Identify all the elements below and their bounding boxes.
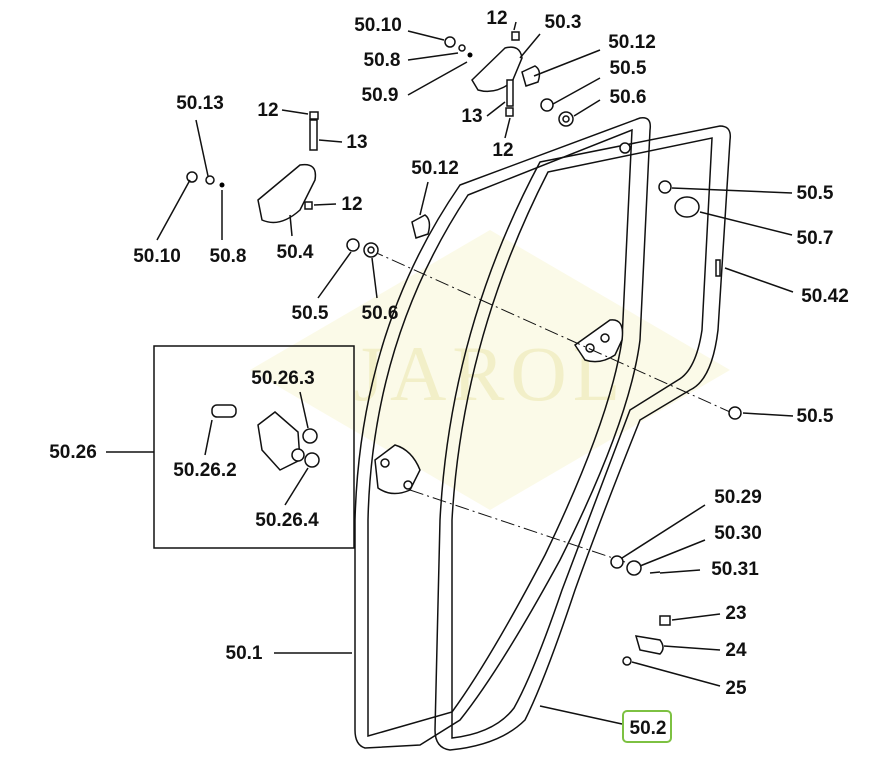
label-12[interactable]: 12: [341, 194, 362, 215]
label-23[interactable]: 23: [725, 603, 746, 624]
label-25[interactable]: 25: [725, 678, 747, 699]
label-50-12[interactable]: 50.12: [411, 158, 459, 179]
label-24[interactable]: 24: [725, 640, 747, 661]
hinge-50-3[interactable]: [471, 46, 523, 93]
hinge-50-4[interactable]: [257, 163, 317, 224]
label-50-31[interactable]: 50.31: [711, 559, 759, 580]
label-50-8[interactable]: 50.8: [364, 50, 401, 71]
label-50-30[interactable]: 50.30: [714, 523, 762, 544]
label-50-1[interactable]: 50.1: [226, 643, 263, 664]
part-labels: 50.10 12 50.3 50.12 50.8 50.5 50.9 50.6 …: [49, 8, 849, 743]
label-50-26-4[interactable]: 50.26.4: [255, 510, 319, 531]
label-50-7[interactable]: 50.7: [797, 228, 834, 249]
label-13[interactable]: 13: [461, 106, 482, 127]
highlight-box-50-2: [622, 710, 672, 743]
label-50-10[interactable]: 50.10: [354, 15, 402, 36]
label-50-3[interactable]: 50.3: [545, 12, 582, 33]
label-50-26-3[interactable]: 50.26.3: [251, 368, 314, 389]
label-50-5[interactable]: 50.5: [610, 58, 647, 79]
label-50-6[interactable]: 50.6: [362, 303, 399, 324]
label-50-26-2[interactable]: 50.26.2: [173, 460, 236, 481]
door-seal-50-2[interactable]: [434, 125, 732, 751]
label-50-9[interactable]: 50.9: [362, 85, 399, 106]
label-12[interactable]: 12: [486, 8, 507, 29]
label-50-5[interactable]: 50.5: [797, 406, 834, 427]
label-50-5[interactable]: 50.5: [797, 183, 834, 204]
label-50-6[interactable]: 50.6: [610, 87, 647, 108]
label-50-26[interactable]: 50.26: [49, 442, 97, 463]
label-50-5[interactable]: 50.5: [292, 303, 329, 324]
door-glass-50-1[interactable]: [354, 117, 652, 749]
label-50-4[interactable]: 50.4: [277, 242, 314, 263]
label-50-13[interactable]: 50.13: [176, 93, 224, 114]
label-50-12[interactable]: 50.12: [608, 32, 656, 53]
inset-box-50-26: [153, 345, 355, 549]
label-50-2[interactable]: 50.2: [630, 718, 667, 739]
watermark: JAROL: [250, 230, 730, 510]
label-50-10[interactable]: 50.10: [133, 246, 181, 267]
label-50-8[interactable]: 50.8: [210, 246, 247, 267]
label-50-42[interactable]: 50.42: [801, 286, 849, 307]
label-13[interactable]: 13: [346, 132, 367, 153]
label-12[interactable]: 12: [257, 100, 278, 121]
label-50-29[interactable]: 50.29: [714, 487, 762, 508]
label-12[interactable]: 12: [492, 140, 513, 161]
